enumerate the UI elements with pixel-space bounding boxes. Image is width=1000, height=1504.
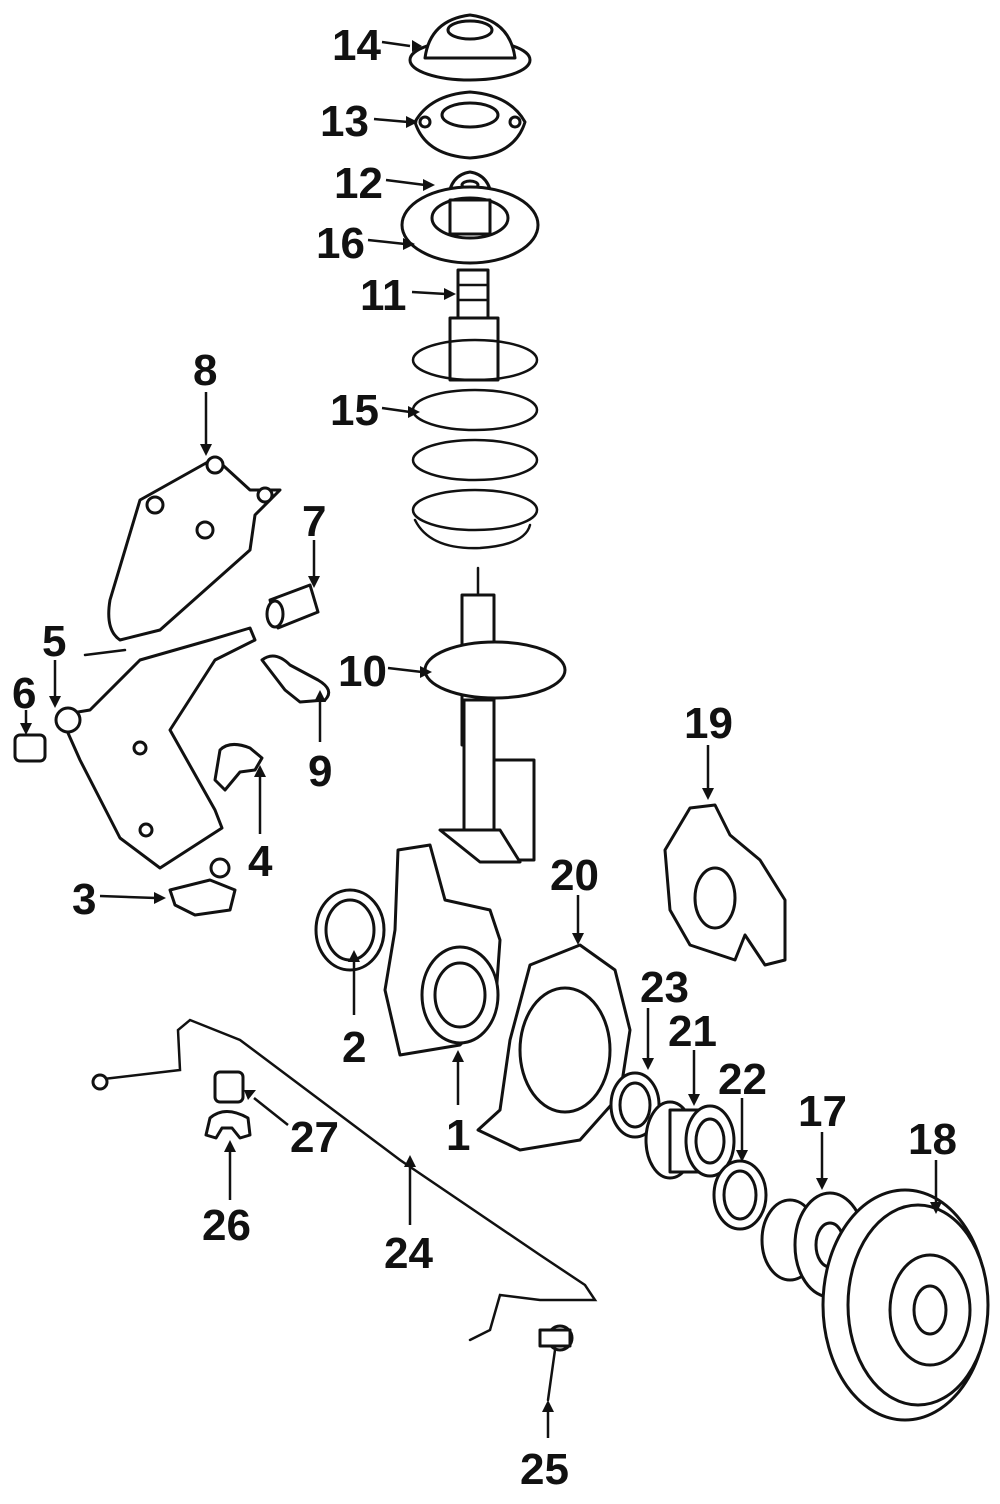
part-5-lower-control-arm	[54, 626, 257, 870]
part-16-spring-seat	[400, 185, 540, 265]
callout-14: 14	[332, 21, 381, 70]
callout-leaders	[20, 40, 942, 1438]
part-19-caliper	[663, 803, 787, 967]
callout-25: 25	[520, 1445, 569, 1494]
callout-5: 5	[42, 617, 66, 666]
callout-22: 22	[718, 1055, 767, 1104]
part-26-clamp	[204, 1110, 252, 1140]
callout-7: 7	[302, 497, 326, 546]
part-1-steering-knuckle	[383, 843, 502, 1057]
callout-2: 2	[342, 1023, 366, 1072]
part-24-stabilizer-bar	[91, 1018, 598, 1342]
part-22-seal	[712, 1159, 768, 1231]
part-6-bushing	[13, 733, 47, 763]
callout-23: 23	[640, 963, 689, 1012]
part-10-strut	[423, 566, 567, 864]
callout-11: 11	[360, 271, 407, 320]
callout-20: 20	[550, 851, 599, 900]
part-18-brake-rotor	[821, 1188, 990, 1422]
part-13-mount-plate	[413, 90, 527, 160]
callout-4: 4	[248, 837, 273, 886]
callout-10: 10	[338, 647, 387, 696]
callout-15: 15	[330, 386, 379, 435]
callout-6: 6	[12, 669, 36, 718]
part-27-bushing	[213, 1070, 245, 1104]
callout-16: 16	[316, 219, 365, 268]
part-21-wheel-bearing	[644, 1100, 736, 1180]
callout-12: 12	[334, 159, 383, 208]
part-14-upper-mount	[408, 13, 532, 82]
callout-24: 24	[384, 1229, 433, 1278]
part-9-bracket	[260, 654, 331, 704]
part-20-dust-shield	[476, 943, 632, 1152]
part-11-bump-stop	[456, 268, 490, 320]
callout-18: 18	[908, 1115, 957, 1164]
callout-1: 1	[446, 1111, 470, 1160]
part-4-ball-joint-bracket	[213, 743, 264, 792]
callout-19: 19	[684, 699, 733, 748]
callout-labels: 14 13 12 16 11 8 15 7 5 6 10 19 9 4 3 20…	[12, 21, 957, 1494]
part-7-bushing	[265, 583, 320, 630]
part-23-seal	[609, 1071, 661, 1139]
callout-21: 21	[668, 1007, 717, 1056]
callout-17: 17	[798, 1087, 847, 1136]
callout-3: 3	[72, 875, 96, 924]
callout-26: 26	[202, 1201, 251, 1250]
callout-9: 9	[308, 747, 332, 796]
part-2-seal	[314, 888, 386, 972]
callout-13: 13	[320, 97, 369, 146]
part-25-stabilizer-link	[538, 1324, 574, 1402]
callout-27: 27	[290, 1113, 339, 1162]
part-15-coil-spring	[411, 316, 539, 550]
callout-8: 8	[193, 346, 217, 395]
part-8-crossmember-bracket	[83, 455, 282, 657]
part-3-ball-joint	[168, 857, 237, 917]
